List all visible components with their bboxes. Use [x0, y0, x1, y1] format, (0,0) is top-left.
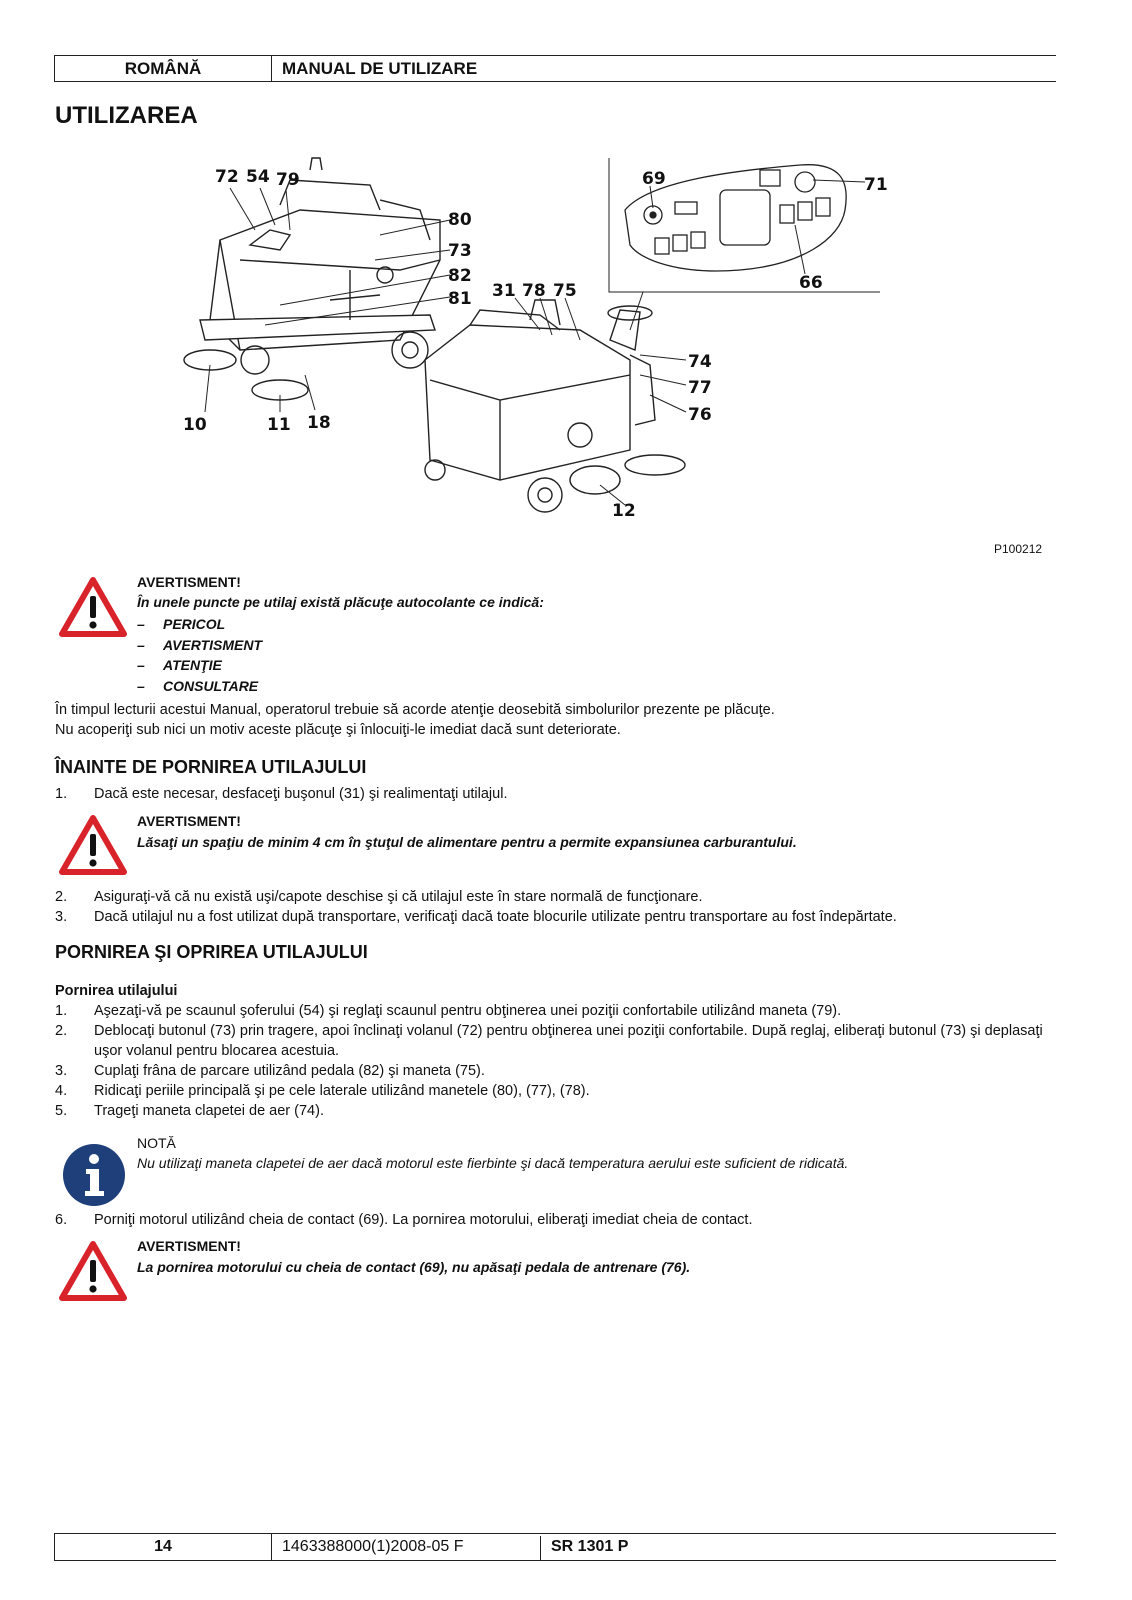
list-item: 5.Trageţi maneta clapetei de aer (74). [55, 1103, 324, 1119]
fig-label-10: 10 [183, 415, 207, 435]
section1-steps: 2.Asiguraţi-vă că nu există uşi/capote d… [55, 887, 1054, 927]
leader-lines-right [514, 291, 687, 506]
panel-detail-frame [608, 158, 880, 293]
warning-icon [59, 815, 127, 875]
fig-label-18: 18 [307, 413, 331, 433]
fig-label-77: 77 [688, 378, 712, 398]
intro-paragraph: În timpul lecturii acestui Manual, opera… [55, 702, 775, 738]
page-number: 14 [54, 1534, 272, 1560]
warning1-intro: În unele puncte pe utilaj există plăcuţe… [137, 594, 544, 610]
section2-title: PORNIREA ŞI OPRIREA UTILAJULUI [55, 942, 368, 962]
list-item: 2.Asiguraţi-vă că nu există uşi/capote d… [55, 889, 703, 905]
fig-label-31: 31 [492, 281, 516, 301]
list-item: –CONSULTARE [137, 677, 259, 694]
section1-step1: 1.Dacă este necesar, desfaceţi buşonul (… [55, 786, 508, 802]
list-item: 2.Deblocaţi butonul (73) prin tragere, a… [55, 1023, 1043, 1059]
doc-code: 1463388000(1)2008-05 F [282, 1538, 464, 1555]
fig-label-74: 74 [688, 352, 712, 372]
fig-label-79: 79 [276, 170, 300, 190]
machine-right-illustration [424, 299, 686, 513]
section2-warning-text: La pornirea motorului cu cheia de contac… [137, 1259, 691, 1275]
leader-lines-panel [649, 179, 866, 275]
machine-left-illustration [183, 157, 441, 401]
fig-label-69: 69 [642, 169, 666, 189]
list-item: –ATENŢIE [137, 657, 222, 673]
section2-subtitle: Pornirea utilajului [55, 983, 178, 999]
page-footer: 14 1463388000(1)2008-05 F SR 1301 P [54, 1533, 1056, 1561]
note-text: Nu utilizaţi maneta clapetei de aer dacă… [137, 1155, 849, 1171]
fig-label-82: 82 [448, 266, 472, 286]
fig-label-12: 12 [612, 501, 636, 521]
fig-label-75: 75 [553, 281, 577, 301]
header-manual-title: MANUAL DE UTILIZARE [282, 59, 478, 78]
section1-title: ÎNAINTE DE PORNIREA UTILAJULUI [55, 757, 367, 777]
fig-label-54: 54 [246, 167, 270, 187]
warning-icon [59, 577, 127, 637]
fig-label-81: 81 [448, 289, 472, 309]
warning1-list: –PERICOL –AVERTISMENT –ATENŢIE –CONSULTA… [137, 614, 262, 696]
page-header: ROMÂNĂ MANUAL DE UTILIZARE [54, 55, 1056, 82]
figure-code: P100212 [994, 542, 1043, 556]
list-item: –AVERTISMENT [137, 636, 263, 653]
info-icon [63, 1144, 125, 1206]
note-heading: NOTĂ [137, 1135, 176, 1151]
section1-warning-text: Lăsaţi un spaţiu de minim 4 cm în ştuţul… [137, 834, 797, 850]
model-name: SR 1301 P [551, 1538, 629, 1555]
section2-warning-heading: AVERTISMENT! [137, 1238, 241, 1254]
control-panel-illustration [624, 164, 847, 272]
fig-label-72: 72 [215, 167, 239, 187]
list-item: 1.Aşezaţi-vă pe scaunul şoferului (54) ş… [55, 1003, 842, 1019]
page-title: UTILIZAREA [55, 102, 198, 129]
machine-figure: 72 54 79 80 73 82 81 10 11 18 69 71 66 [183, 157, 888, 521]
section1-warning-heading: AVERTISMENT! [137, 813, 241, 829]
list-item: 4.Ridicaţi periile principală şi pe cele… [55, 1083, 590, 1099]
fig-label-78: 78 [522, 281, 546, 301]
fig-label-71: 71 [864, 175, 888, 195]
footer-divider [540, 1536, 541, 1560]
list-item: 3.Cuplaţi frâna de parcare utilizând ped… [55, 1063, 485, 1079]
section2-step6: 6.Porniţi motorul utilizând cheia de con… [55, 1212, 753, 1228]
section2-steps: 1.Aşezaţi-vă pe scaunul şoferului (54) ş… [55, 1001, 1054, 1121]
header-language: ROMÂNĂ [54, 56, 272, 81]
leader-lines-left [204, 187, 451, 413]
fig-label-80: 80 [448, 210, 472, 230]
fig-label-11: 11 [267, 415, 291, 435]
warning-icon [59, 1241, 127, 1301]
warning1-heading: AVERTISMENT! [137, 574, 241, 590]
fig-label-66: 66 [799, 273, 823, 293]
list-item: –PERICOL [137, 616, 226, 632]
fig-label-73: 73 [448, 241, 472, 261]
fig-label-76: 76 [688, 405, 712, 425]
list-item: 3.Dacă utilajul nu a fost utilizat după … [55, 909, 897, 925]
